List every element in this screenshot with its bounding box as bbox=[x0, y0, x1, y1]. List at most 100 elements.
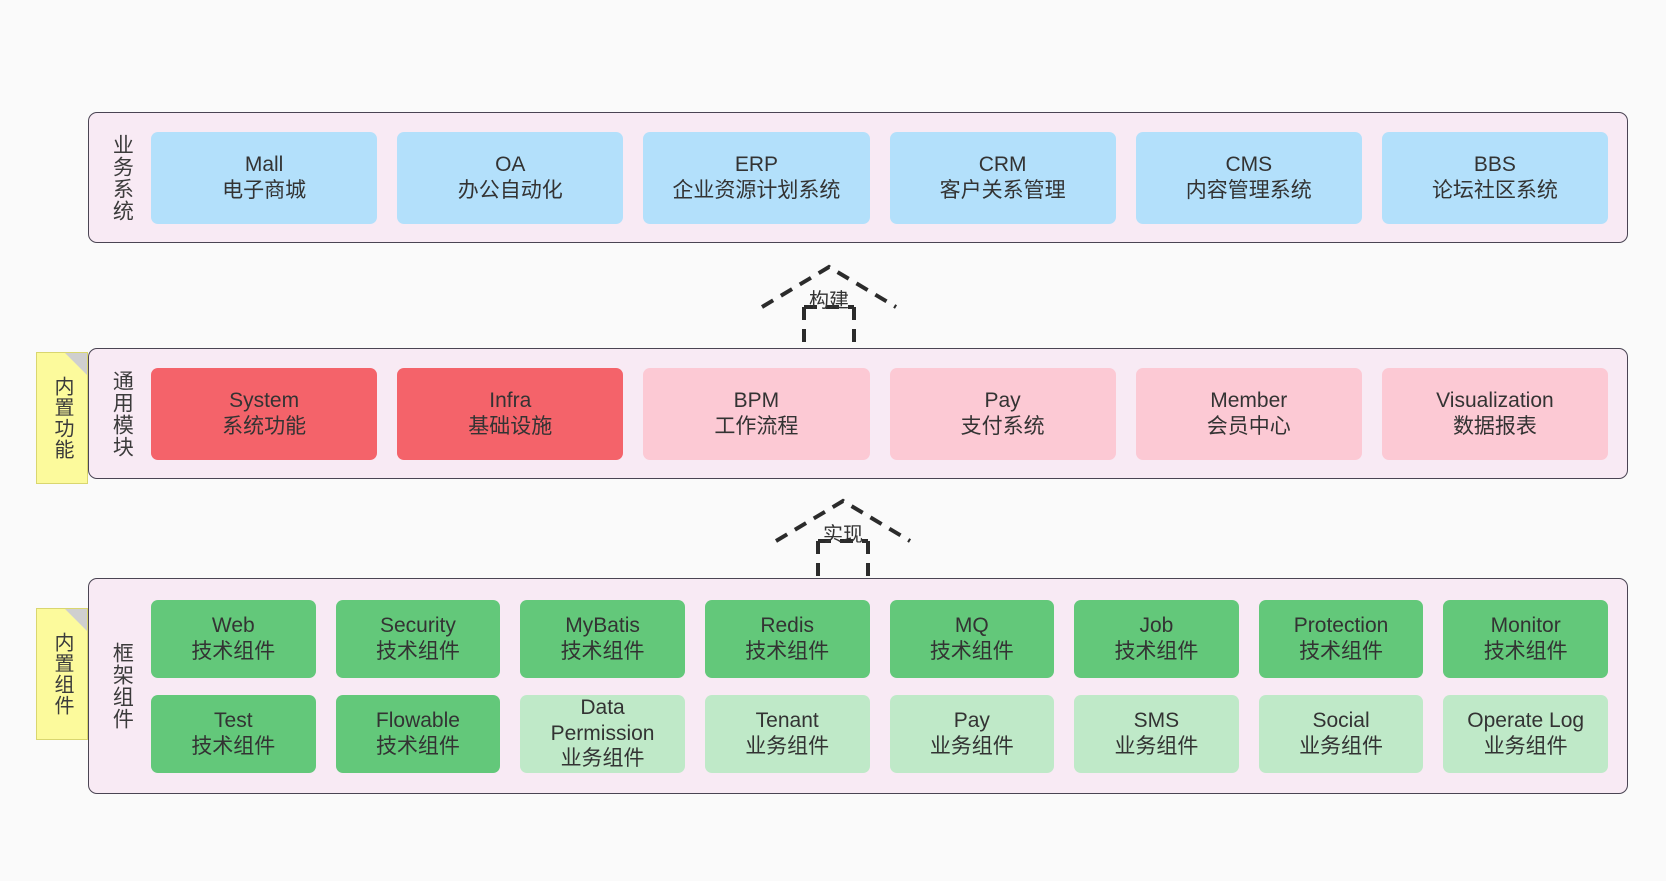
card-title: CMS bbox=[1225, 152, 1273, 176]
card-subtitle: 技术组件 bbox=[929, 639, 1014, 663]
common-modules-items: System 系统功能 Infra 基础设施 BPM 工作流程 Pay 支付系统… bbox=[141, 349, 1627, 478]
card-title: Security bbox=[380, 613, 456, 637]
card-title: Visualization bbox=[1436, 388, 1554, 412]
framework-components-layer: 框架组件 Web 技术组件 Security 技术组件 MyBatis 技术组件… bbox=[88, 578, 1628, 794]
component-card-social[interactable]: Social 业务组件 bbox=[1258, 694, 1424, 773]
component-card-security[interactable]: Security 技术组件 bbox=[335, 599, 501, 678]
common-modules-layer: 通用模块 System 系统功能 Infra 基础设施 BPM 工作流程 Pay bbox=[88, 348, 1628, 479]
card-subtitle: 电子商城 bbox=[222, 178, 307, 202]
common-modules-row: System 系统功能 Infra 基础设施 BPM 工作流程 Pay 支付系统… bbox=[151, 367, 1609, 460]
business-card-erp[interactable]: ERP 企业资源计划系统 bbox=[643, 131, 870, 224]
card-title: ERP bbox=[734, 152, 779, 176]
card-subtitle: 技术组件 bbox=[191, 639, 276, 663]
business-card-oa[interactable]: OA 办公自动化 bbox=[397, 131, 624, 224]
component-card-operate-log[interactable]: Operate Log 业务组件 bbox=[1443, 694, 1608, 773]
card-title: Mall bbox=[244, 152, 284, 176]
component-card-web[interactable]: Web 技术组件 bbox=[151, 599, 316, 678]
card-title: Flowable bbox=[375, 708, 460, 732]
card-title: Monitor bbox=[1490, 613, 1561, 637]
card-title: Job bbox=[1139, 613, 1174, 637]
business-system-row: Mall 电子商城 OA 办公自动化 ERP 企业资源计划系统 CRM 客户关系… bbox=[151, 131, 1609, 224]
card-subtitle: 论坛社区系统 bbox=[1431, 178, 1558, 202]
common-modules-layer-label: 通用模块 bbox=[110, 369, 134, 458]
card-title: MyBatis bbox=[565, 613, 640, 637]
card-subtitle: 基础设施 bbox=[468, 414, 553, 438]
module-card-visualization[interactable]: Visualization 数据报表 bbox=[1381, 367, 1609, 460]
component-card-sms[interactable]: SMS 业务组件 bbox=[1074, 694, 1239, 773]
card-title: SMS bbox=[1133, 708, 1180, 732]
card-title: Member bbox=[1210, 388, 1288, 412]
connector-implement: 实现 bbox=[772, 496, 914, 576]
note-label: 内置功能 bbox=[51, 376, 73, 460]
implement-arrow-icon bbox=[774, 498, 912, 576]
framework-row-business: Test 技术组件 Flowable 技术组件 Data Permission … bbox=[151, 694, 1608, 773]
business-system-layer: 业务系统 Mall 电子商城 OA 办公自动化 ERP 企业资源计划系统 CRM bbox=[88, 112, 1628, 243]
business-card-bbs[interactable]: BBS 论坛社区系统 bbox=[1381, 131, 1609, 224]
card-title: Infra bbox=[489, 388, 532, 412]
card-title: Social bbox=[1312, 708, 1370, 732]
card-title: BPM bbox=[733, 388, 780, 412]
card-title: Data Permission bbox=[550, 696, 655, 745]
module-card-member[interactable]: Member 会员中心 bbox=[1135, 367, 1362, 460]
note-fold-icon bbox=[65, 609, 87, 631]
card-title: System bbox=[229, 388, 300, 412]
card-title: Test bbox=[214, 708, 253, 732]
connector-build: 构建 bbox=[758, 262, 900, 342]
note-builtin-function: 内置功能 bbox=[36, 352, 88, 484]
card-subtitle: 系统功能 bbox=[222, 414, 307, 438]
card-subtitle: 业务组件 bbox=[1114, 734, 1199, 758]
card-subtitle: 技术组件 bbox=[1114, 639, 1199, 663]
card-title: Protection bbox=[1293, 613, 1389, 637]
component-card-data-permission[interactable]: Data Permission 业务组件 bbox=[520, 694, 685, 773]
card-subtitle: 客户关系管理 bbox=[939, 178, 1066, 202]
card-subtitle: 内容管理系统 bbox=[1185, 178, 1312, 202]
connector-implement-label: 实现 bbox=[823, 524, 863, 546]
module-card-system[interactable]: System 系统功能 bbox=[151, 367, 378, 460]
card-title: Web bbox=[211, 613, 255, 637]
card-subtitle: 会员中心 bbox=[1206, 414, 1291, 438]
component-card-job[interactable]: Job 技术组件 bbox=[1074, 599, 1239, 678]
card-subtitle: 业务组件 bbox=[745, 734, 830, 758]
component-card-protection[interactable]: Protection 技术组件 bbox=[1258, 599, 1424, 678]
component-card-tenant[interactable]: Tenant 业务组件 bbox=[704, 694, 870, 773]
module-card-infra[interactable]: Infra 基础设施 bbox=[397, 367, 624, 460]
card-subtitle: 工作流程 bbox=[714, 414, 799, 438]
card-subtitle: 技术组件 bbox=[191, 734, 276, 758]
card-subtitle: 技术组件 bbox=[560, 639, 645, 663]
card-subtitle: 技术组件 bbox=[375, 734, 460, 758]
card-subtitle: 技术组件 bbox=[745, 639, 830, 663]
card-subtitle: 企业资源计划系统 bbox=[672, 178, 841, 202]
card-title: CRM bbox=[978, 152, 1027, 176]
card-subtitle: 技术组件 bbox=[1483, 639, 1568, 663]
connector-build-label: 构建 bbox=[809, 290, 849, 312]
component-card-redis[interactable]: Redis 技术组件 bbox=[704, 599, 870, 678]
component-card-test[interactable]: Test 技术组件 bbox=[151, 694, 316, 773]
component-card-mq[interactable]: MQ 技术组件 bbox=[889, 599, 1055, 678]
card-subtitle: 技术组件 bbox=[1299, 639, 1384, 663]
component-card-mybatis[interactable]: MyBatis 技术组件 bbox=[520, 599, 685, 678]
note-label: 内置组件 bbox=[51, 632, 73, 716]
module-card-pay[interactable]: Pay 支付系统 bbox=[889, 367, 1116, 460]
card-subtitle: 技术组件 bbox=[375, 639, 460, 663]
business-card-crm[interactable]: CRM 客户关系管理 bbox=[889, 131, 1116, 224]
component-card-monitor[interactable]: Monitor 技术组件 bbox=[1443, 599, 1608, 678]
card-subtitle: 数据报表 bbox=[1452, 414, 1537, 438]
note-fold-icon bbox=[65, 353, 87, 375]
card-title: BBS bbox=[1473, 152, 1516, 176]
module-card-bpm[interactable]: BPM 工作流程 bbox=[643, 367, 870, 460]
card-title: Pay bbox=[984, 388, 1021, 412]
framework-components-items: Web 技术组件 Security 技术组件 MyBatis 技术组件 Redi… bbox=[141, 579, 1627, 793]
card-title: Tenant bbox=[755, 708, 819, 732]
card-title: OA bbox=[495, 152, 526, 176]
business-card-cms[interactable]: CMS 内容管理系统 bbox=[1135, 131, 1362, 224]
card-subtitle: 办公自动化 bbox=[457, 178, 563, 202]
framework-components-layer-label: 框架组件 bbox=[110, 642, 134, 730]
card-title: Pay bbox=[953, 708, 990, 732]
component-card-flowable[interactable]: Flowable 技术组件 bbox=[335, 694, 501, 773]
build-arrow-icon bbox=[760, 264, 898, 342]
note-builtin-component: 内置组件 bbox=[36, 608, 88, 740]
card-subtitle: 业务组件 bbox=[1483, 734, 1568, 758]
card-title: MQ bbox=[954, 613, 989, 637]
business-card-mall[interactable]: Mall 电子商城 bbox=[151, 131, 378, 224]
component-card-pay[interactable]: Pay 业务组件 bbox=[889, 694, 1055, 773]
